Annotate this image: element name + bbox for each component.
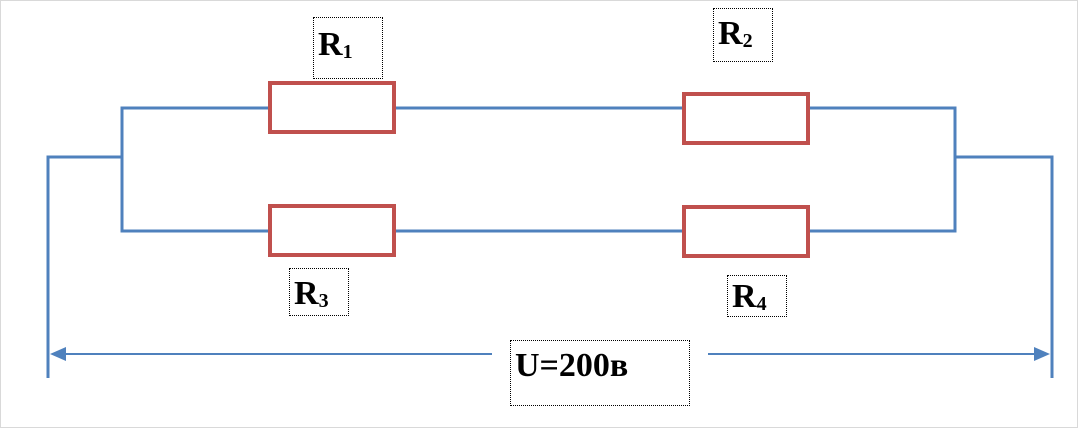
wire-bottom-right	[808, 157, 957, 233]
label-r2: R2	[713, 8, 773, 62]
voltage-arrow-right-head	[1034, 347, 1050, 361]
resistor-r4	[682, 205, 810, 258]
wire-left-terminal	[46, 155, 122, 378]
label-r4: R4	[727, 275, 787, 317]
label-r1: R1	[313, 17, 383, 79]
resistor-r1	[268, 81, 396, 134]
resistor-r3	[268, 204, 396, 257]
wire-bottom-branch	[120, 157, 270, 233]
voltage-label: U=200в	[510, 340, 690, 406]
wire-top-right	[808, 106, 957, 157]
resistor-r2	[682, 92, 810, 145]
wire-top-branch	[120, 106, 270, 157]
voltage-arrow-left-head	[50, 347, 66, 361]
wire-right-terminal	[955, 155, 1054, 378]
label-r3: R3	[289, 268, 349, 316]
